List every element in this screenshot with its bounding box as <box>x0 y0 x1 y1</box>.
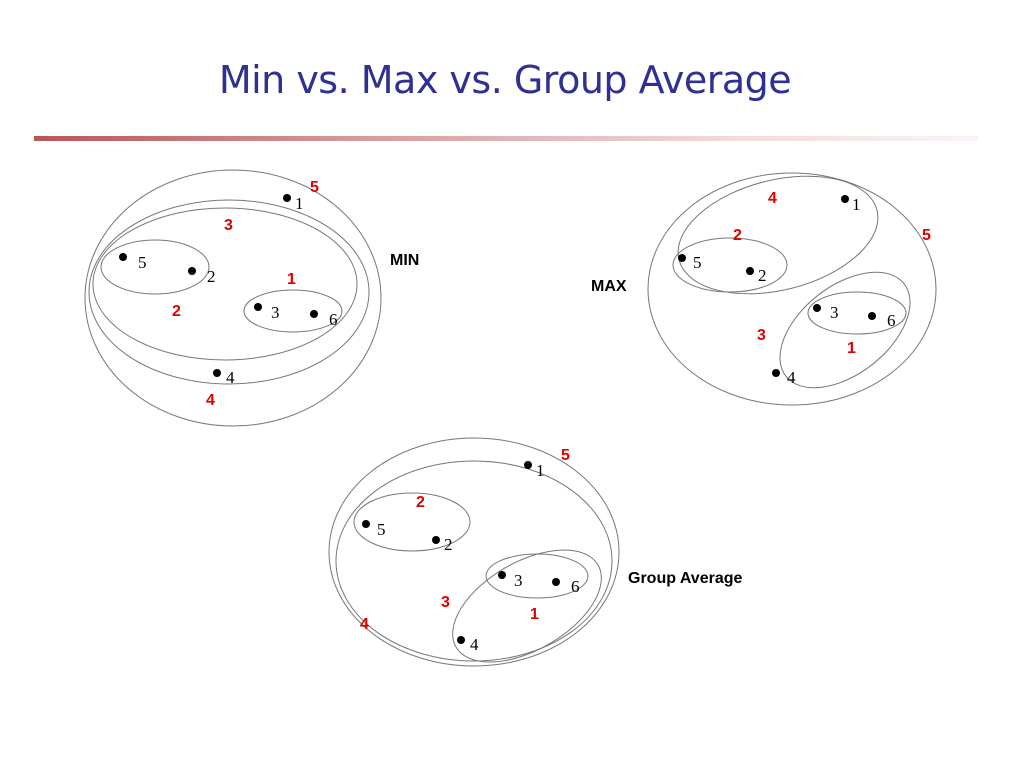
min-cluster-3 <box>92 207 358 361</box>
ga-merge-label: 5 <box>561 447 570 464</box>
max-merge-label: 5 <box>922 227 931 244</box>
min-cluster-4 <box>88 199 370 385</box>
ga-point-3-label: 3 <box>514 571 523 590</box>
max-point-1-dot <box>841 195 849 203</box>
ga-point-5-dot <box>362 520 370 528</box>
min-point-4-label: 4 <box>226 368 235 387</box>
max-point-4-label: 4 <box>787 368 796 387</box>
min-point-1-label: 1 <box>295 194 304 213</box>
ga-point-6-label: 6 <box>571 577 580 596</box>
max-panel: 1 5 2 3 6 4 4 2 5 3 1 MAX <box>591 172 937 406</box>
max-point-4-dot <box>772 369 780 377</box>
min-point-5-dot <box>119 253 127 261</box>
group-average-panel: 1 5 2 3 6 4 5 2 3 4 1 Group Average <box>328 437 743 667</box>
slide-title: Min vs. Max vs. Group Average <box>218 58 792 102</box>
ga-point-2-dot <box>432 536 440 544</box>
ga-merge-label: 1 <box>530 606 539 623</box>
max-merge-label: 1 <box>847 340 856 357</box>
min-point-3-dot <box>254 303 262 311</box>
max-point-6-label: 6 <box>887 311 896 330</box>
max-merge-label: 3 <box>757 327 766 344</box>
ga-method-label: Group Average <box>628 570 743 587</box>
min-merge-label: 4 <box>206 392 215 409</box>
min-point-2-label: 2 <box>207 267 216 286</box>
max-point-1-label: 1 <box>852 195 861 214</box>
min-point-2-dot <box>188 267 196 275</box>
min-method-label: MIN <box>390 252 419 269</box>
max-cluster-outer <box>647 172 937 406</box>
max-cluster-3-6 <box>807 291 907 335</box>
ga-point-5-label: 5 <box>377 520 386 539</box>
max-point-3-label: 3 <box>830 303 839 322</box>
min-merge-label: 5 <box>310 179 319 196</box>
max-cluster-5-2 <box>672 237 788 293</box>
ga-point-3-dot <box>498 571 506 579</box>
ga-merge-label: 3 <box>441 594 450 611</box>
ga-merge-label: 4 <box>360 616 369 633</box>
ga-point-1-dot <box>524 461 532 469</box>
max-cluster-3-6-4 <box>779 271 911 389</box>
max-merge-label: 4 <box>768 190 777 207</box>
min-cluster-3-6 <box>243 289 343 333</box>
max-cluster-1-5-2 <box>677 175 879 295</box>
max-method-label: MAX <box>591 278 627 295</box>
ga-merge-label: 2 <box>416 494 425 511</box>
ga-cluster-4 <box>335 460 613 662</box>
max-point-6-dot <box>868 312 876 320</box>
min-point-1-dot <box>283 194 291 202</box>
ga-cluster-outer <box>328 437 620 667</box>
min-cluster-5-2 <box>100 239 210 295</box>
ga-cluster-3-6 <box>485 553 589 599</box>
max-point-2-label: 2 <box>758 266 767 285</box>
min-point-3-label: 3 <box>271 303 280 322</box>
max-point-5-label: 5 <box>693 253 702 272</box>
min-merge-label: 2 <box>172 303 181 320</box>
min-merge-label: 1 <box>287 271 296 288</box>
min-merge-label: 3 <box>224 217 233 234</box>
min-point-6-label: 6 <box>329 310 338 329</box>
max-point-3-dot <box>813 304 821 312</box>
max-point-2-dot <box>746 267 754 275</box>
ga-cluster-5-2 <box>353 492 471 552</box>
min-point-5-label: 5 <box>138 253 147 272</box>
max-merge-label: 2 <box>733 227 742 244</box>
title-divider <box>34 136 978 141</box>
min-panel: 1 5 2 3 6 4 5 3 1 2 4 MIN <box>84 169 419 427</box>
min-point-4-dot <box>213 369 221 377</box>
ga-point-6-dot <box>552 578 560 586</box>
min-cluster-outer <box>84 169 382 427</box>
ga-cluster-3-6-4 <box>452 549 602 663</box>
min-point-6-dot <box>310 310 318 318</box>
ga-point-1-label: 1 <box>536 461 545 480</box>
ga-point-2-label: 2 <box>444 535 453 554</box>
ga-point-4-dot <box>457 636 465 644</box>
ga-point-4-label: 4 <box>470 635 479 654</box>
max-point-5-dot <box>678 254 686 262</box>
